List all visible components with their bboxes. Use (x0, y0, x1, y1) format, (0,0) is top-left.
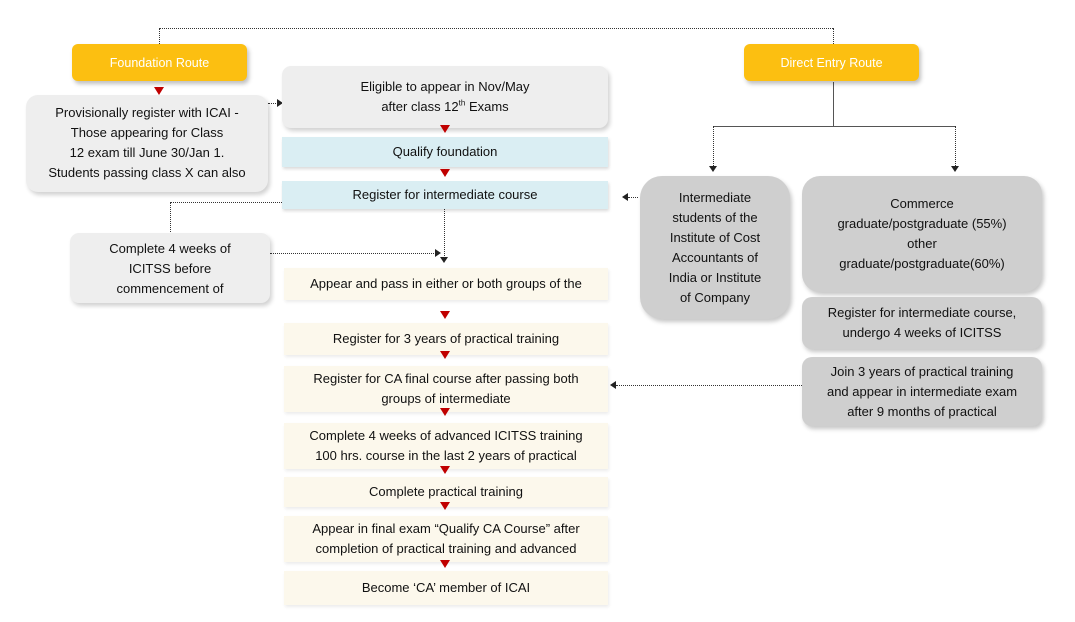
final-exam-line-1: Appear in final exam “Qualify CA Course”… (312, 521, 580, 536)
direct-route-stem (833, 82, 834, 126)
provisional-line-4: Students passing class X can also (48, 165, 246, 180)
final-down-arrow-icon (440, 408, 450, 416)
eligible-line-1: Eligible to appear in Nov/May (360, 79, 530, 94)
commerce-line-4: graduate/postgraduate(60%) (839, 256, 1005, 271)
advanced-line-1: Complete 4 weeks of advanced ICITSS trai… (309, 428, 583, 443)
top-connector-line (159, 28, 833, 29)
icitss-line-1: Complete 4 weeks of (109, 241, 231, 256)
appear-pass-text: Appear and pass in either or both groups… (310, 276, 582, 291)
final-exam-line-2: completion of practical training and adv… (315, 541, 577, 556)
provisional-register-box: Provisionally register with ICAI - Those… (26, 95, 268, 192)
advanced-down-arrow-icon (440, 466, 450, 474)
eligible-down-arrow-icon (440, 125, 450, 133)
provisional-to-eligible-connector (268, 103, 278, 104)
cost-to-register-arrow (622, 193, 628, 201)
provisional-line-1: Provisionally register with ICAI - (55, 105, 239, 120)
commerce-line-2: graduate/postgraduate (55%) (837, 216, 1007, 231)
commerce-graduate-box: Commerce graduate/postgraduate (55%) oth… (802, 176, 1042, 292)
final-exam-box: Appear in final exam “Qualify CA Course”… (284, 516, 608, 562)
practical-down-arrow-icon (440, 351, 450, 359)
direct-branch-right-arrow (951, 166, 959, 172)
become-ca-box: Become ‘CA’ member of ICAI (284, 571, 608, 605)
direct-join-box: Join 3 years of practical training and a… (802, 357, 1042, 426)
direct-route-text: Direct Entry Route (780, 55, 883, 70)
direct-entry-route-label: Direct Entry Route (744, 44, 919, 81)
direct-join-line-3: after 9 months of practical (847, 403, 997, 419)
foundation-down-arrow-icon (154, 87, 164, 95)
advanced-icitss-box: Complete 4 weeks of advanced ICITSS trai… (284, 423, 608, 469)
register-intermediate-text: Register for intermediate course (352, 187, 538, 202)
provisional-line-3: 12 exam till June 30/Jan 1. (69, 145, 225, 160)
cost-line-6: of Company (679, 289, 751, 305)
icitss-line-2: ICITSS before (128, 261, 212, 276)
register-left-drop (170, 202, 171, 234)
direct-register-box: Register for intermediate course, underg… (802, 297, 1042, 349)
become-ca-text: Become ‘CA’ member of ICAI (361, 580, 531, 595)
icitss-line-3: commencement of (116, 281, 224, 296)
provisional-line-2: Those appearing for Class (70, 125, 224, 140)
appear-pass-box: Appear and pass in either or both groups… (284, 268, 608, 300)
register-left-line (170, 202, 282, 203)
register-intermediate-box: Register for intermediate course (282, 181, 608, 209)
advanced-line-2: 100 hrs. course in the last 2 years of p… (315, 448, 577, 463)
eligible-line-2: after class 12th Exams (381, 98, 509, 114)
join-to-final-connector (616, 385, 802, 386)
foundation-route-text: Foundation Route (109, 55, 210, 70)
cost-line-5: India or Institute (668, 269, 762, 285)
top-connector-right-drop (833, 28, 834, 44)
commerce-line-1: Commerce (890, 196, 954, 211)
direct-join-line-2: and appear in intermediate exam (826, 383, 1018, 399)
foundation-route-label: Foundation Route (72, 44, 247, 81)
top-connector-left-drop (159, 28, 160, 44)
qualify-down-arrow-icon (440, 169, 450, 177)
complete-down-arrow-icon (440, 502, 450, 510)
cost-line-1: Intermediate (678, 189, 752, 205)
register-practical-text: Register for 3 years of practical traini… (332, 331, 560, 346)
register-practical-box: Register for 3 years of practical traini… (284, 323, 608, 355)
icitss-to-appear-arrow (435, 249, 441, 257)
cost-to-register-connector (628, 197, 638, 198)
icitss-to-appear-connector (270, 253, 436, 254)
qualify-foundation-box: Qualify foundation (282, 137, 608, 167)
provisional-to-eligible-arrow (277, 99, 283, 107)
register-final-line-2: groups of intermediate (381, 391, 511, 406)
direct-join-line-1: Join 3 years of practical training (830, 363, 1014, 379)
complete-practical-text: Complete practical training (369, 484, 523, 499)
complete-practical-box: Complete practical training (284, 477, 608, 507)
appear-down-arrow-icon (440, 311, 450, 319)
direct-branch-left-arrow (709, 166, 717, 172)
register-to-appear-arrow (440, 257, 448, 263)
register-drop-line (444, 208, 445, 256)
cost-line-3: Institute of Cost (669, 229, 761, 245)
register-final-box: Register for CA final course after passi… (284, 366, 608, 412)
join-to-final-arrow (610, 381, 616, 389)
direct-branch-left-drop (713, 126, 714, 166)
complete-icitss-box: Complete 4 weeks of ICITSS before commen… (70, 233, 270, 303)
cost-line-4: Accountants of (672, 249, 758, 265)
eligible-box: Eligible to appear in Nov/May after clas… (282, 66, 608, 128)
qualify-foundation-text: Qualify foundation (392, 144, 498, 159)
cost-line-2: students of the (672, 209, 758, 225)
exam-down-arrow-icon (440, 560, 450, 568)
direct-register-line-2: undergo 4 weeks of ICITSS (842, 325, 1002, 340)
cost-accountants-box: Intermediate students of the Institute o… (640, 176, 790, 319)
direct-route-branch (713, 126, 955, 127)
direct-branch-right-drop (955, 126, 956, 166)
register-final-line-1: Register for CA final course after passi… (313, 371, 579, 386)
direct-register-line-1: Register for intermediate course, (827, 305, 1017, 320)
commerce-line-3: other (907, 236, 937, 251)
